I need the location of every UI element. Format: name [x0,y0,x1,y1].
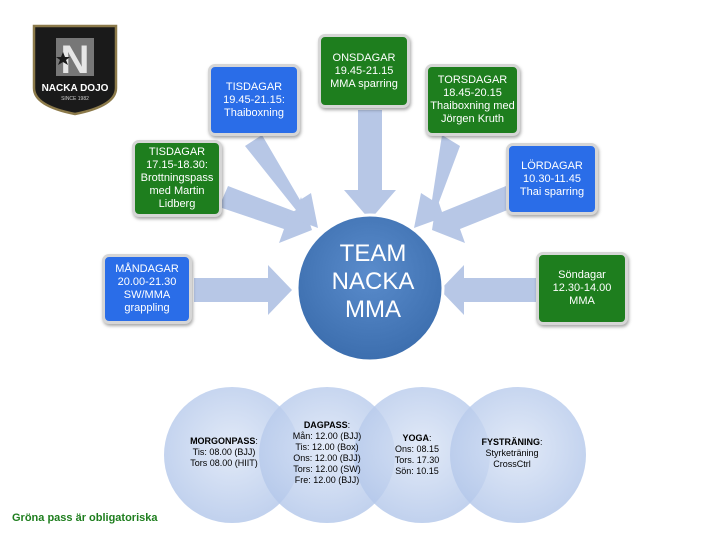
session-line: TISDAGAR [225,80,283,93]
day-circle [259,387,395,523]
session-line: Jörgen Kruth [441,113,504,125]
session-line: 20.00-21.30 [117,276,177,288]
session-line: Brottningspass [140,172,214,184]
arrow-group [194,110,538,315]
center-line: TEAM [339,240,407,267]
logo-name: NACKA DOJO [42,83,109,94]
arrow-from-tuesday-2 [245,135,318,228]
schedule-line: Tors 08.00 (HIIT) [190,458,258,468]
session-line: SW/MMA [123,289,171,301]
schedule-title: FYSTRÄNING [481,437,540,447]
session-box-wednesday: ONSDAGAR 19.45-21.15 MMA sparring [318,34,410,108]
fitness-circle [450,387,586,523]
schedule-title: YOGA [402,433,429,443]
session-line: Lidberg [158,198,196,210]
schedule-title-suffix: : [429,433,432,443]
schedule-title: MORGONPASS [190,436,256,446]
schedule-title-suffix: : [255,436,258,446]
morning-schedule: MORGONPASS: Tis: 08.00 (BJJ) Tors 08.00 … [174,436,274,469]
logo-since: SINCE 1982 [61,96,89,102]
session-line: TORSDAGAR [437,74,508,86]
schedule-line: Styrketräning [485,448,539,458]
session-box-saturday: LÖRDAGAR 10.30-11.45 Thai sparring [506,143,598,215]
schedule-line: Tors. 17.30 [394,455,440,465]
center-line: NACKA [331,268,415,295]
schedule-line: CrossCtrl [493,459,531,469]
session-line: 18.45-20.15 [443,87,502,99]
schedule-line: Ons: 08.15 [394,444,440,454]
schedule-title: DAGPASS [303,420,348,430]
session-line: MÅNDAGAR [115,263,179,275]
center-hub-label: TEAM NACKA MMA [300,240,446,324]
schedule-circles [164,387,586,523]
star-icon [56,52,70,65]
session-line: 10.30-11.45 [523,172,581,185]
session-line: Thaiboxning med [430,100,515,112]
session-line: 12.30-14.00 [552,282,612,294]
session-box-thursday: TORSDAGAR 18.45-20.15 Thaiboxning med Jö… [425,64,520,136]
arrow-from-tuesday-1 [219,186,312,243]
session-line: TISDAGAR [148,146,206,158]
arrow-from-wednesday [344,110,396,220]
session-line: Söndagar [558,269,606,281]
session-line: 19.45-21.15 [334,64,394,77]
session-line: ONSDAGAR [332,51,396,64]
session-line: 17.15-18.30: [146,159,208,171]
yoga-schedule: YOGA: Ons: 08.15 Tors. 17.30 Sön: 10.15 [367,433,467,477]
arrow-from-sunday [440,265,538,315]
schedule-title-suffix: : [347,420,351,430]
fitness-schedule: FYSTRÄNING: Styrketräning CrossCtrl [462,437,562,470]
schedule-line: Sön: 10.15 [395,466,439,476]
session-box-monday: MÅNDAGAR 20.00-21.30 SW/MMA grappling [102,254,192,324]
session-line: 19.45-21.15: [223,93,285,106]
schedule-title-suffix: : [539,437,543,447]
nacka-dojo-logo: N NACKA DOJO SINCE 1982 [32,24,118,116]
yoga-circle [354,387,490,523]
arrow-from-monday [194,265,292,315]
morning-circle [164,387,300,523]
session-line: Thaiboxning [224,106,284,119]
day-schedule: DAGPASS: Mån: 12.00 (BJJ) Tis: 12.00 (Bo… [277,420,377,486]
schedule-line: Tis: 08.00 (BJJ) [192,447,256,457]
footer-note: Gröna pass är obligatoriska [12,512,158,524]
schedule-line: Ons: 12.00 (BJJ) [293,453,361,463]
session-line: med Martin [149,185,205,197]
schedule-line: Tis: 12.00 (Box) [295,442,359,452]
arrow-from-thursday [414,135,460,228]
session-line: grappling [124,302,170,314]
center-hub-circle [295,213,445,363]
session-box-sunday: Söndagar 12.30-14.00 MMA [536,252,628,325]
arrow-from-saturday [432,186,515,243]
session-line: MMA [569,295,595,307]
session-line: MMA sparring [330,77,398,90]
session-line: Thai sparring [519,185,585,198]
session-box-tuesday-thai: TISDAGAR 19.45-21.15: Thaiboxning [208,64,300,136]
schedule-line: Mån: 12.00 (BJJ) [292,431,362,441]
schedule-line: Tors: 12.00 (SW) [293,464,361,474]
session-line: LÖRDAGAR [521,159,583,172]
session-box-tuesday-wrestling: TISDAGAR 17.15-18.30: Brottningspass med… [132,140,222,217]
center-line: MMA [345,296,401,323]
schedule-line: Fre: 12.00 (BJJ) [294,475,360,485]
